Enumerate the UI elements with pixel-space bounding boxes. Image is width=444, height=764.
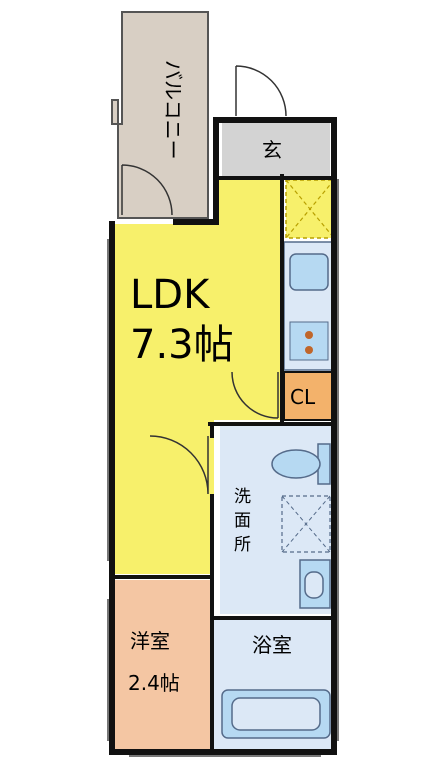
burner-icon bbox=[305, 331, 313, 339]
entrance-door-swing bbox=[235, 65, 287, 117]
western-room-name: 洋室 bbox=[130, 629, 170, 653]
bathtub bbox=[221, 689, 331, 739]
walls bbox=[107, 117, 339, 757]
bathroom: 浴室 bbox=[214, 620, 332, 750]
balcony: バルコニー bbox=[111, 11, 209, 219]
closet-label: CL bbox=[290, 385, 316, 409]
balcony-label: バルコニー bbox=[161, 60, 185, 160]
ldk-door-swing bbox=[149, 435, 209, 495]
balcony-door-swing bbox=[121, 164, 173, 216]
washroom-label-2: 面 bbox=[234, 511, 251, 531]
ldk-name: LDK bbox=[130, 272, 211, 318]
entrance-label: 玄 bbox=[262, 138, 282, 162]
closet-door-swing bbox=[231, 371, 279, 419]
washroom-label-3: 所 bbox=[234, 535, 251, 555]
ldk-floor bbox=[112, 180, 280, 574]
washroom: 洗 面 所 bbox=[220, 424, 332, 614]
entrance-floor bbox=[222, 122, 330, 176]
wash-basin bbox=[299, 559, 331, 609]
kitchen bbox=[283, 179, 335, 371]
toilet bbox=[271, 443, 331, 485]
western-room-floor bbox=[112, 580, 210, 750]
bathroom-label: 浴室 bbox=[252, 633, 292, 657]
western-room-size: 2.4帖 bbox=[128, 671, 180, 695]
ldk-size: 7.3帖 bbox=[130, 322, 234, 368]
stove bbox=[289, 321, 329, 361]
kitchen-sink bbox=[289, 253, 329, 291]
closet: CL bbox=[283, 371, 333, 421]
western-room: 洋室 2.4帖 bbox=[112, 580, 210, 750]
washroom-label-1: 洗 bbox=[234, 487, 251, 507]
entrance: 玄 bbox=[222, 65, 330, 176]
closet-floor bbox=[283, 371, 333, 421]
burner-icon bbox=[305, 346, 313, 354]
ldk-room: LDK 7.3帖 bbox=[112, 164, 280, 574]
balcony-floor bbox=[111, 11, 209, 219]
washing-machine-space bbox=[281, 495, 331, 553]
